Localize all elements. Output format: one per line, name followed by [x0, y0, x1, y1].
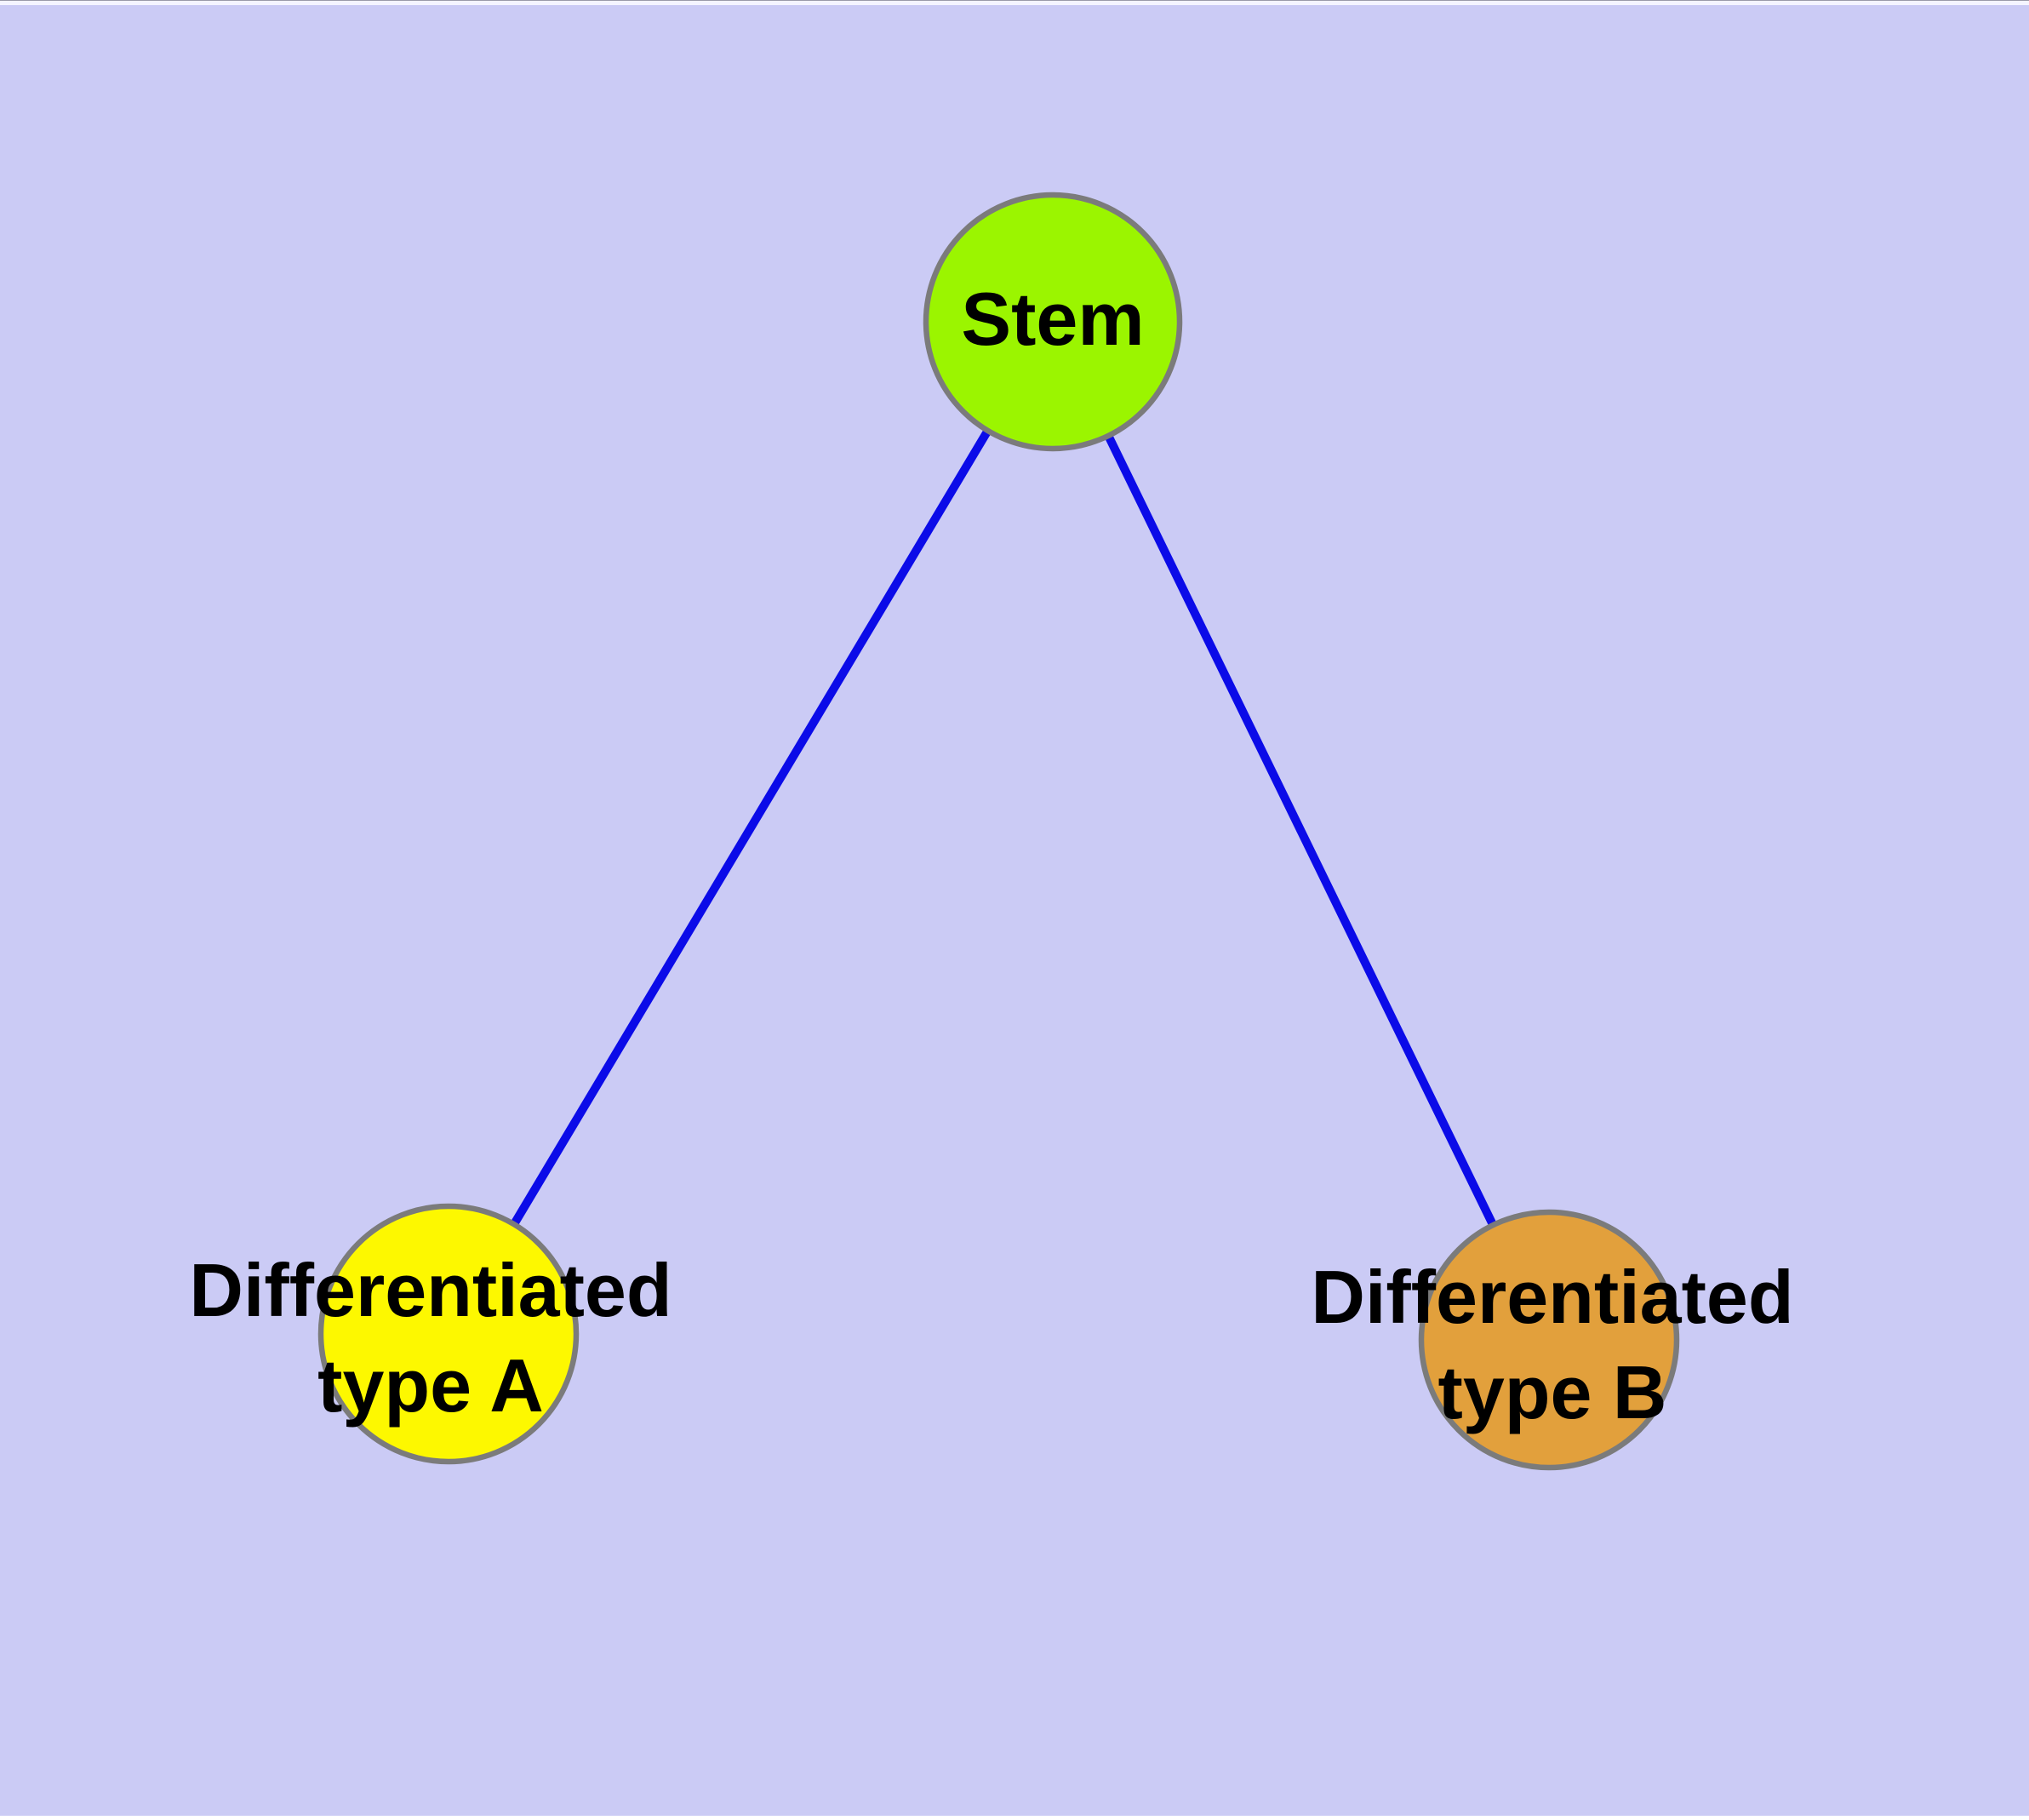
- graph-canvas: Stem Differentiated type A Differentiate…: [0, 5, 2029, 1816]
- edge-stem-to-type-b: [1049, 319, 1553, 1342]
- node-stem-circle: [923, 192, 1183, 452]
- edge-stem-to-type-a: [444, 319, 1057, 1336]
- node-type-b-circle: [1418, 1209, 1680, 1471]
- window-bottom-edge: [0, 1816, 2029, 1820]
- node-type-a-circle: [317, 1203, 580, 1465]
- window-top-edge: [0, 0, 2029, 5]
- graph-svg: [0, 5, 2029, 1816]
